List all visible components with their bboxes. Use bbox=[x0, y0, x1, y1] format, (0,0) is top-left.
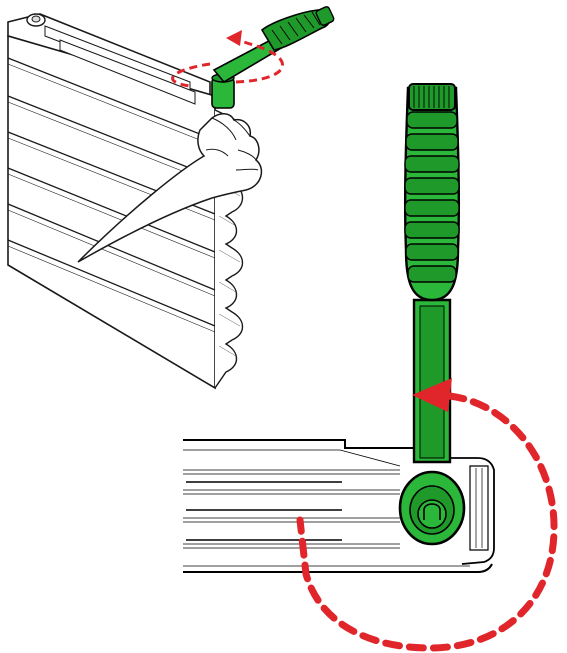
ratchet-wrench-small-icon bbox=[211, 6, 335, 109]
rotate-counterclockwise-arrow-icon bbox=[296, 378, 558, 652]
radiator-panel bbox=[7, 13, 244, 390]
ratchet-wrench-icon bbox=[398, 83, 466, 546]
hand-icon bbox=[77, 113, 263, 263]
rotate-counterclockwise-arrow-small-icon bbox=[171, 30, 284, 88]
